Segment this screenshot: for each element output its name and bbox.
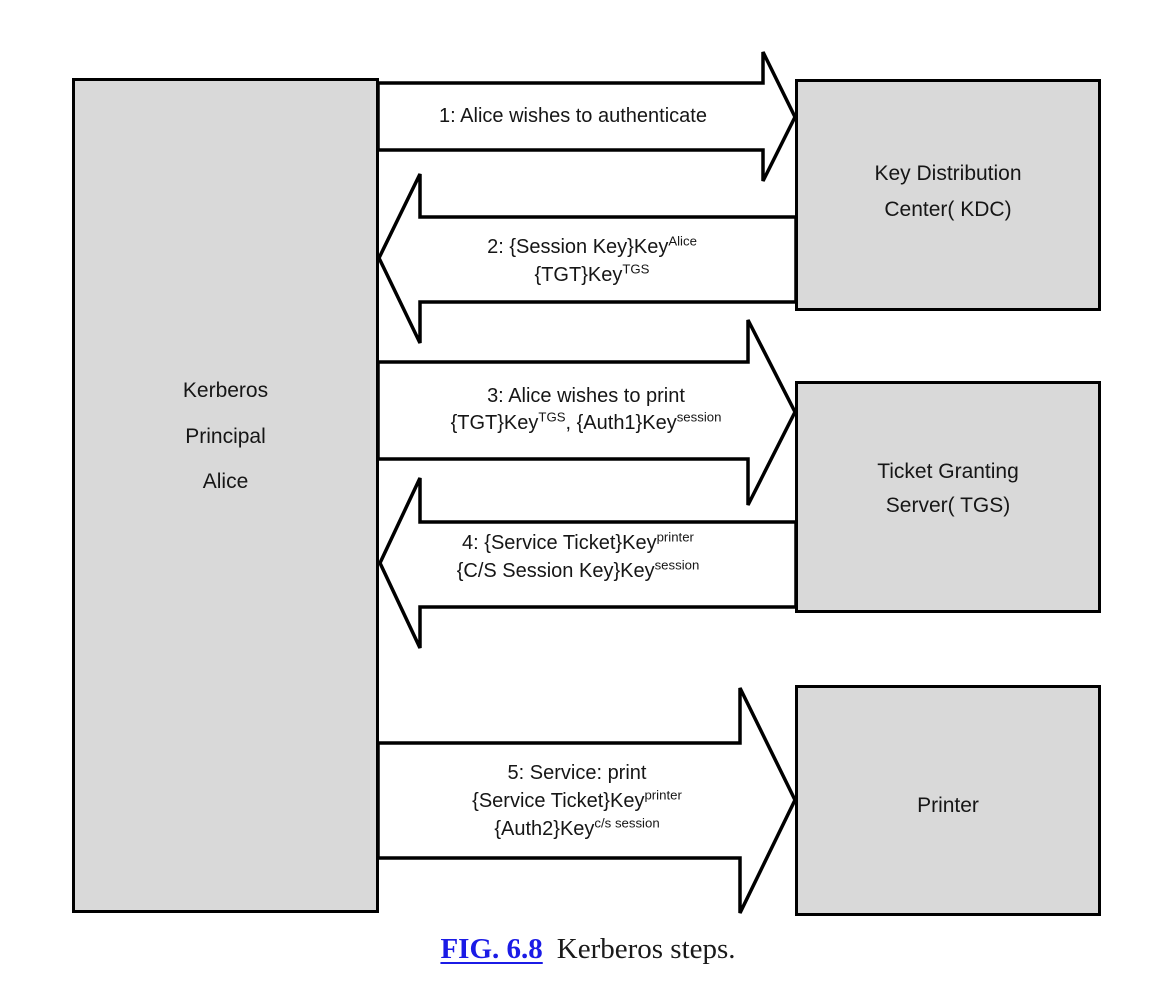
key-superscript: TGS (622, 261, 650, 277)
arrow-step5-right (376, 687, 797, 914)
arrow-text: {Auth2}Key (494, 818, 595, 840)
arrow-text: 1: Alice wishes to authenticate (439, 105, 707, 127)
tgs-box (795, 381, 1101, 613)
arrow-step4-left (378, 477, 798, 649)
arrow-text: {TGT}Key (534, 264, 623, 286)
kdc-line: Center( KDC) (884, 198, 1012, 221)
alice-line: Alice (202, 470, 249, 493)
key-superscript: session (654, 557, 700, 573)
alice-box-label: Kerberos Principal Alice (73, 368, 378, 505)
tgs-line: Server( TGS) (885, 494, 1011, 517)
printer-line: Printer (917, 794, 979, 817)
key-superscript: Alice (668, 233, 697, 249)
arrow-text: 4: {Service Ticket}Key (462, 532, 657, 554)
arrow-text: 2: {Session Key}Key (487, 236, 669, 258)
arrow-text: , {Auth1}Key (565, 412, 677, 434)
tgs-line: Ticket Granting (877, 460, 1019, 483)
key-superscript: session (676, 409, 722, 425)
arrow-step1-label: 1: Alice wishes to authenticate (439, 102, 707, 130)
alice-box (72, 78, 379, 913)
kdc-box-label: Key Distribution Center( KDC) (796, 156, 1100, 228)
arrow-step3-label: 3: Alice wishes to print {TGT}KeyTGS, {A… (451, 383, 722, 437)
kdc-box (795, 79, 1101, 311)
alice-line: Principal (185, 424, 266, 448)
figure-caption-text: Kerberos steps. (556, 933, 736, 965)
kdc-line: Key Distribution (874, 162, 1022, 185)
alice-line: Kerberos (182, 379, 269, 402)
arrow-step2-label: 2: {Session Key}KeyAlice {TGT}KeyTGS (487, 233, 697, 289)
key-superscript: printer (656, 529, 694, 545)
arrow-text: {Service Ticket}Key (472, 790, 645, 812)
arrow-step3-right (376, 319, 797, 506)
arrow-text: 5: Service: print (507, 762, 647, 784)
key-superscript: TGS (538, 409, 566, 425)
printer-box (795, 685, 1101, 916)
figure-caption: FIG. 6.8 Kerberos steps. (0, 931, 1176, 967)
arrow-step4-label: 4: {Service Ticket}Keyprinter {C/S Sessi… (457, 529, 700, 585)
arrow-step5-label: 5: Service: print {Service Ticket}Keypri… (472, 759, 682, 843)
arrow-text: {TGT}Key (450, 412, 539, 434)
arrow-step2-left (377, 173, 798, 344)
arrow-text: {C/S Session Key}Key (456, 560, 655, 582)
arrow-step1-right (376, 51, 797, 182)
key-superscript: printer (644, 787, 682, 803)
printer-box-label: Printer (796, 789, 1100, 823)
figure-number-link[interactable]: FIG. 6.8 (440, 933, 543, 965)
arrow-text: 3: Alice wishes to print (487, 385, 685, 407)
tgs-box-label: Ticket Granting Server( TGS) (796, 455, 1100, 523)
key-superscript: c/s session (594, 815, 660, 831)
